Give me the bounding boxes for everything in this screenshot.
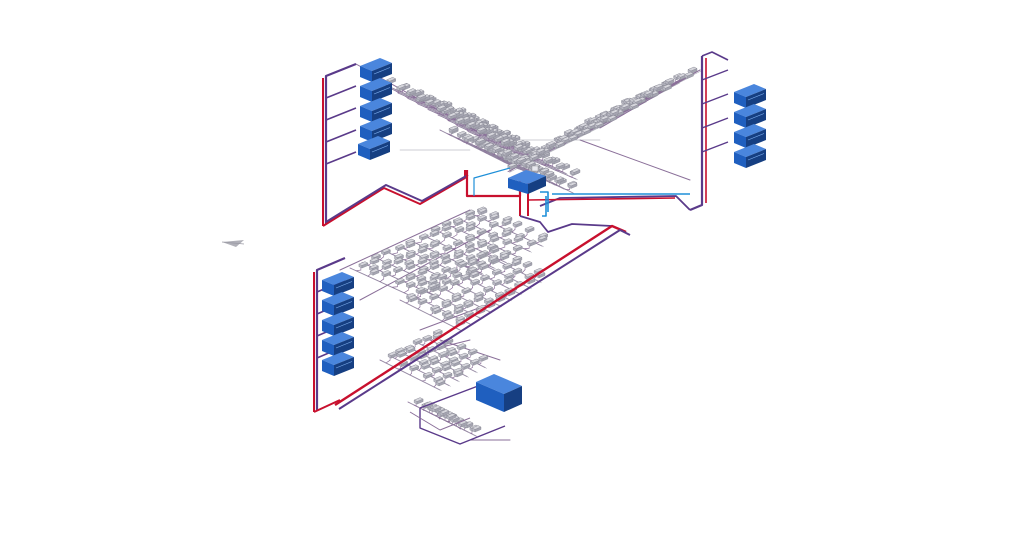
terminal-unit — [478, 354, 489, 362]
terminal-unit — [456, 343, 467, 351]
branch-pipe-network — [339, 63, 702, 441]
terminal-unit — [419, 233, 429, 241]
terminal-units — [358, 66, 698, 433]
terminal-unit — [413, 397, 424, 405]
terminal-unit — [395, 244, 405, 252]
central-plant-unit — [508, 165, 546, 194]
diagonal-return-main — [338, 229, 631, 410]
terminal-unit — [570, 168, 581, 176]
terminal-unit — [512, 220, 523, 228]
terminal-unit — [369, 257, 380, 265]
terminal-unit — [393, 266, 403, 274]
upper-right-riser — [689, 56, 704, 212]
upper-left-equipment-stack — [357, 57, 393, 161]
terminal-unit — [461, 287, 472, 295]
upper-right-main — [539, 195, 691, 211]
terminal-unit — [381, 248, 391, 256]
terminal-unit — [412, 338, 423, 346]
terminal-unit — [417, 257, 428, 265]
terminal-unit — [358, 261, 369, 269]
terminal-unit — [524, 225, 535, 233]
terminal-unit — [492, 279, 502, 287]
terminal-unit — [522, 260, 533, 268]
central-to-east — [527, 197, 676, 201]
terminal-unit — [395, 277, 405, 285]
lower-left-riser — [315, 256, 346, 410]
terminal-unit — [512, 244, 523, 252]
terminal-unit — [480, 274, 490, 282]
upper-left-header — [322, 170, 466, 227]
terminal-unit — [477, 214, 487, 222]
lower-left-equipment-stack — [321, 271, 355, 377]
terminal-unit — [406, 281, 416, 289]
terminal-unit — [684, 71, 694, 79]
upper-right-equipment-stack — [733, 83, 767, 169]
main-piping — [313, 51, 729, 445]
terminal-unit — [381, 270, 392, 278]
upper-left-riser-return — [324, 62, 357, 224]
terminal-unit — [526, 239, 537, 247]
north-arrow-icon — [221, 240, 245, 247]
chilled-water — [540, 191, 690, 217]
terminal-unit — [409, 364, 419, 372]
terminal-unit — [476, 228, 487, 236]
lower-standalone-unit — [476, 374, 522, 412]
terminal-unit — [417, 298, 428, 306]
